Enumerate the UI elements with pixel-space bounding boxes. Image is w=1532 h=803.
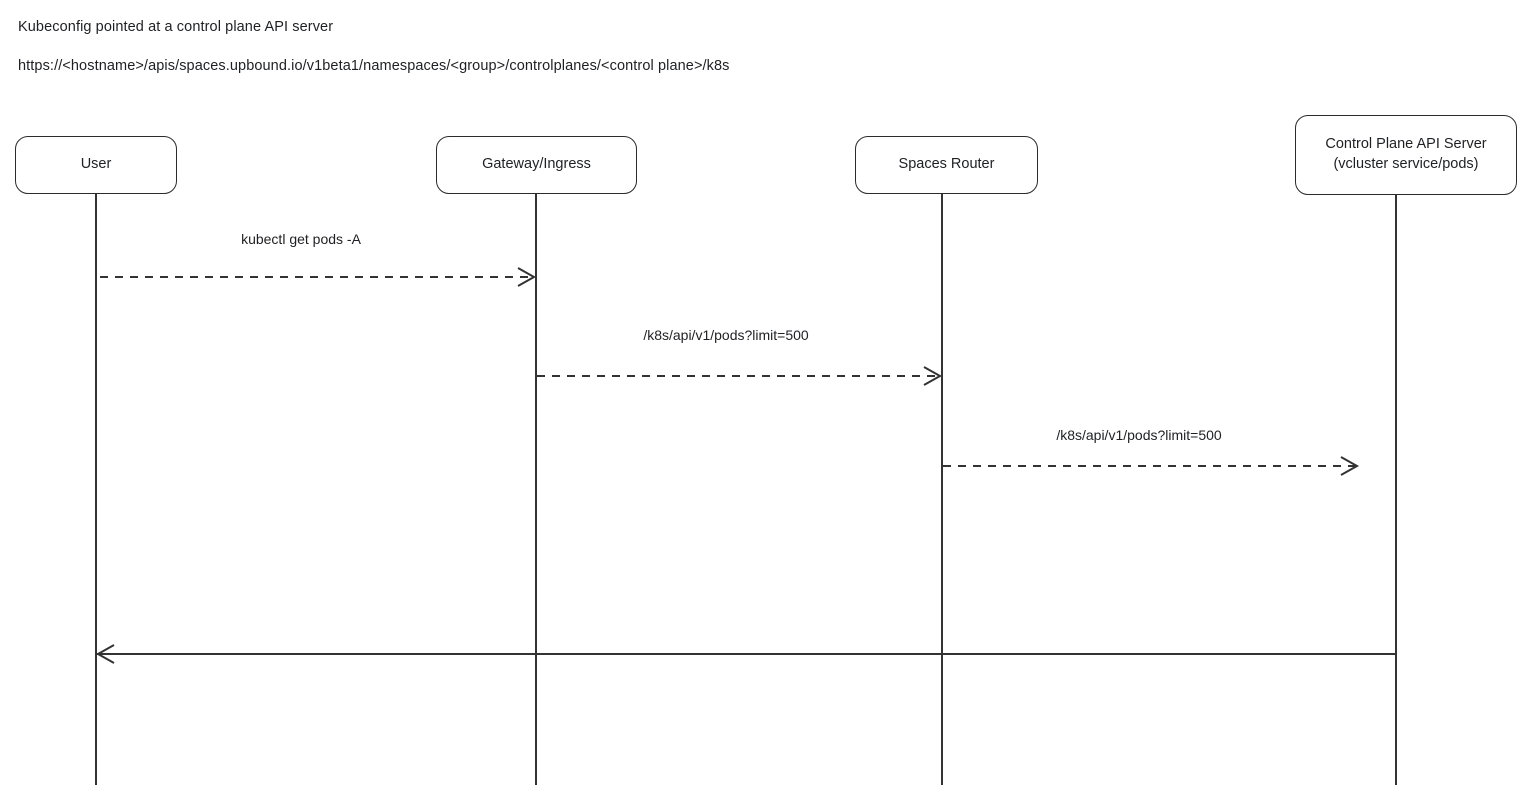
participant-label-spaces-router: Spaces Router xyxy=(898,156,995,173)
lifeline-gateway xyxy=(535,194,537,785)
note-api-server-url: https://<hostname>/apis/spaces.upbound.i… xyxy=(18,58,730,74)
lifeline-control-plane-api-server xyxy=(1395,195,1397,785)
participant-gateway[interactable]: Gateway/Ingress xyxy=(436,136,637,194)
message-arrow-msg-gateway-to-router xyxy=(537,366,943,386)
message-label-msg-gateway-to-router: /k8s/api/v1/pods?limit=500 xyxy=(643,327,809,343)
message-arrow-msg-router-to-control-plane xyxy=(943,456,1360,476)
participant-label-gateway: Gateway/Ingress xyxy=(482,156,591,173)
message-arrow-msg-kubectl-get-pods xyxy=(100,267,537,287)
note-kubeconfig-title: Kubeconfig pointed at a control plane AP… xyxy=(18,19,334,35)
lifeline-spaces-router xyxy=(941,194,943,785)
lifeline-user xyxy=(95,194,97,785)
participant-label-user: User xyxy=(80,156,112,173)
participant-user[interactable]: User xyxy=(15,136,177,194)
participant-control-plane-api-server[interactable]: Control Plane API Server (vcluster servi… xyxy=(1295,115,1517,195)
participant-spaces-router[interactable]: Spaces Router xyxy=(855,136,1038,194)
message-label-msg-router-to-control-plane: /k8s/api/v1/pods?limit=500 xyxy=(1056,427,1222,443)
message-arrow-msg-response-to-user xyxy=(95,644,1396,664)
message-label-msg-kubectl-get-pods: kubectl get pods -A xyxy=(241,231,361,247)
participant-label-control-plane-api-server: Control Plane API Server (vcluster servi… xyxy=(1325,136,1487,172)
